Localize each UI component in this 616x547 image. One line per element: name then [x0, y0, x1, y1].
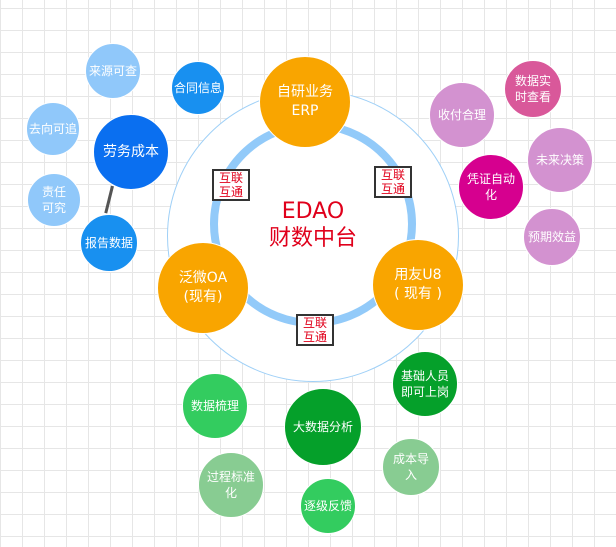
node-duty[interactable]: 责任 可究: [27, 173, 81, 227]
node-realtime[interactable]: 数据实 时查看: [504, 60, 562, 118]
system-oa[interactable]: 泛微OA (现有): [157, 242, 249, 334]
node-payment[interactable]: 收付合理: [429, 82, 495, 148]
connector-line: [104, 185, 114, 214]
node-staff[interactable]: 基础人员 即可上岗: [392, 351, 458, 417]
node-trace[interactable]: 去向可追: [26, 102, 80, 156]
node-cost[interactable]: 成本导 入: [382, 438, 440, 496]
node-report[interactable]: 报告数据: [80, 214, 138, 272]
link-box-left: 互联 互通: [212, 169, 250, 201]
center-title-line2: 财数中台: [268, 226, 357, 251]
node-benefit[interactable]: 预期效益: [523, 208, 581, 266]
node-voucher[interactable]: 凭证自动 化: [458, 154, 524, 220]
node-bigdata[interactable]: 大数据分析: [284, 388, 362, 466]
node-contract[interactable]: 合同信息: [171, 61, 225, 115]
center-title-line1: EDAO: [281, 199, 345, 224]
center-title: EDAO 财数中台: [243, 198, 383, 252]
node-source[interactable]: 来源可查: [85, 43, 141, 99]
system-u8[interactable]: 用友U8 ( 现有 ): [372, 239, 464, 331]
node-feedback[interactable]: 逐级反馈: [300, 478, 356, 534]
node-decision[interactable]: 未来决策: [527, 127, 593, 193]
node-labor-cost[interactable]: 劳务成本: [93, 114, 169, 190]
node-sort[interactable]: 数据梳理: [182, 373, 248, 439]
system-erp[interactable]: 自研业务 ERP: [259, 56, 351, 148]
link-box-right: 互联 互通: [374, 166, 412, 198]
node-standard[interactable]: 过程标准 化: [198, 452, 264, 518]
link-box-bottom: 互联 互通: [296, 314, 334, 346]
